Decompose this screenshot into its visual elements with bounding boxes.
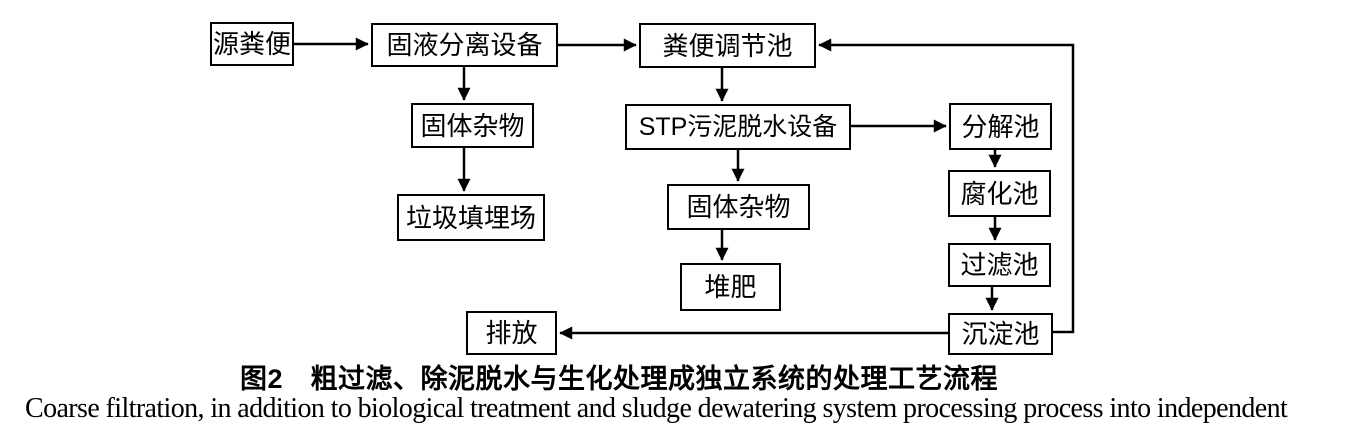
figure-caption-en: Coarse filtration, in addition to biolog… [25,393,1288,424]
node-stp-sludge-dewatering: STP污泥脱水设备 [625,104,851,150]
node-label: 过滤池 [960,250,1039,280]
node-label: 固体杂物 [686,192,791,222]
node-label: 固体杂物 [420,110,525,141]
node-decomposition-tank: 分解池 [949,103,1052,150]
node-solid-debris-mid: 固体杂物 [667,184,810,230]
node-label: STP污泥脱水设备 [638,112,838,141]
node-filter-tank: 过滤池 [948,243,1051,287]
node-septic-tank: 腐化池 [948,170,1051,217]
node-label: 固液分离设备 [386,30,543,60]
node-label: 堆肥 [704,272,757,302]
node-solid-liquid-separation: 固液分离设备 [371,23,558,67]
node-sedimentation-tank: 沉淀池 [948,313,1053,355]
node-label: 排放 [485,318,538,348]
node-discharge: 排放 [466,311,557,355]
node-label: 腐化池 [960,178,1039,209]
node-label: 分解池 [961,111,1040,142]
node-landfill: 垃圾填埋场 [397,194,545,241]
node-source-feces: 源粪便 [210,22,294,66]
edge-sedimentation-to-regulating-feedback [818,38,1075,334]
figure-caption-zh: 图2 粗过滤、除泥脱水与生化处理成独立系统的处理工艺流程 [240,364,999,394]
node-label: 源粪便 [212,29,291,59]
node-regulating-tank: 粪便调节池 [639,23,816,68]
node-compost: 堆肥 [680,263,781,311]
node-label: 粪便调节池 [662,30,793,61]
node-solid-debris-left: 固体杂物 [411,103,534,148]
node-label: 沉淀池 [961,319,1040,349]
node-label: 垃圾填埋场 [405,202,536,233]
